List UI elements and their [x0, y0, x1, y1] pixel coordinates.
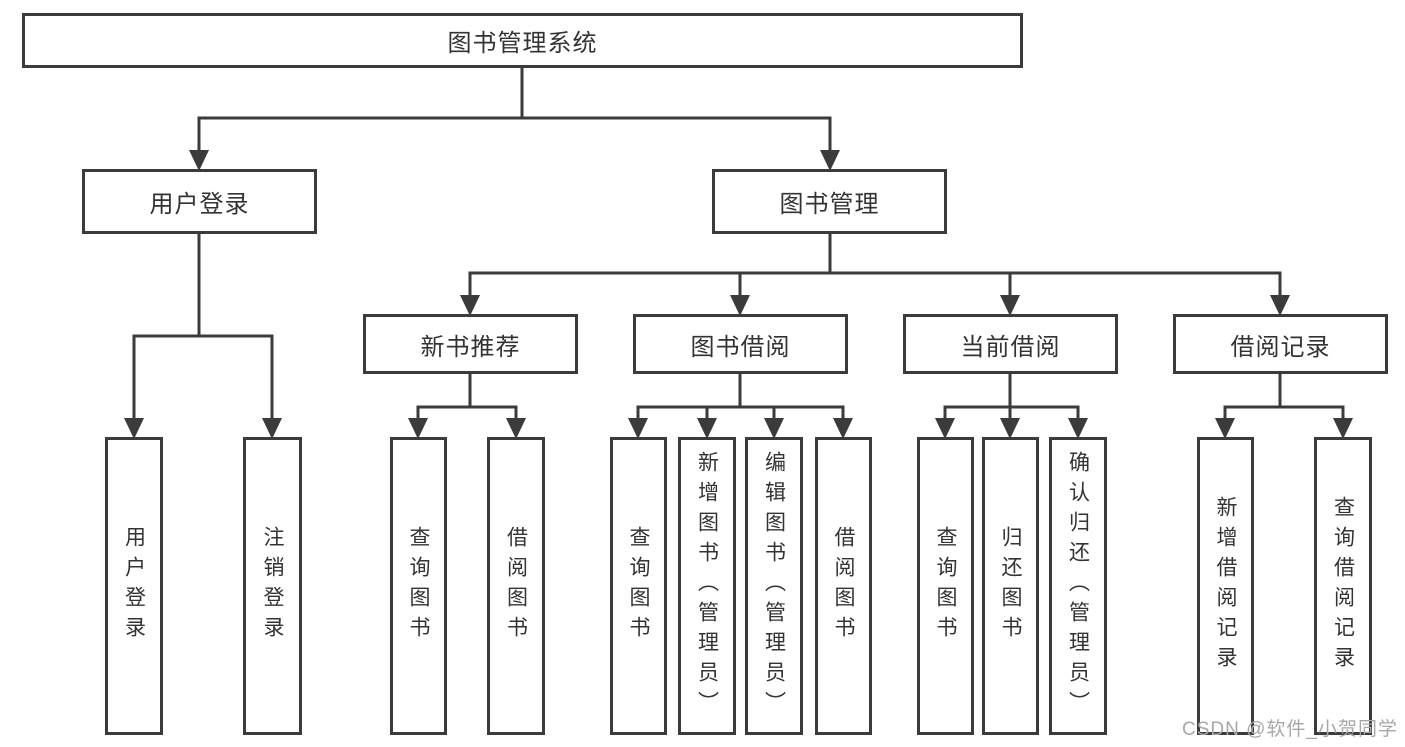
arrowhead-bb-edit: [764, 418, 784, 439]
connector-current-borrowing-children: [943, 374, 1080, 420]
arrowhead-book-borrowing: [730, 295, 750, 316]
leaf-logout-login-label: 注销登录: [261, 526, 284, 646]
csdn-watermark: CSDN @软件_小贺同学: [1182, 719, 1398, 740]
leaf-logout-login: 注销登录: [243, 437, 302, 735]
arrowhead-borrowing-records: [1270, 295, 1290, 316]
leaf-cb-confirm-return-admin: 确认归还（管理员）: [1049, 437, 1107, 735]
leaf-bb-add-books-admin: 新增图书（管理员）: [678, 437, 736, 735]
node-user-login-label: 用户登录: [149, 191, 250, 218]
node-root: 图书管理系统: [22, 13, 1023, 68]
leaf-nb-borrow-books: 借阅图书: [487, 437, 545, 735]
arrowhead-cb-confirm: [1068, 418, 1088, 439]
arrowhead-cb-search: [935, 418, 955, 439]
node-root-label: 图书管理系统: [447, 30, 598, 57]
arrowhead-user-login: [189, 150, 209, 171]
leaf-nb-borrow-books-label: 借阅图书: [504, 526, 528, 646]
leaf-nb-search-books: 查询图书: [390, 437, 447, 735]
leaf-bb-edit-books-admin: 编辑图书（管理员）: [745, 437, 803, 735]
leaf-br-add-record-label: 新增借阅记录: [1214, 496, 1237, 676]
leaf-bb-search-books: 查询图书: [610, 437, 667, 735]
leaf-br-add-record: 新增借阅记录: [1197, 437, 1254, 735]
node-borrowing-records: 借阅记录: [1173, 314, 1388, 374]
leaf-bb-add-books-admin-label: 新增图书（管理员）: [695, 451, 719, 721]
arrowhead-nb-search: [408, 418, 428, 439]
leaf-bb-borrow-books: 借阅图书: [815, 437, 872, 735]
leaf-user-login-label: 用户登录: [122, 526, 146, 646]
connector-book-borrowing-children: [636, 374, 845, 420]
node-user-login: 用户登录: [82, 169, 317, 234]
connector-borrowing-records-children: [1223, 374, 1345, 420]
arrowhead-cb-return: [1000, 418, 1020, 439]
arrowhead-nb-borrow: [506, 418, 526, 439]
node-book-management-label: 图书管理: [779, 191, 880, 218]
arrowhead-bb-borrow: [833, 418, 853, 439]
arrowhead-bb-search: [628, 418, 648, 439]
node-book-borrowing-label: 图书借阅: [690, 333, 791, 361]
node-book-management: 图书管理: [712, 169, 947, 234]
leaf-cb-search-books: 查询图书: [917, 437, 974, 735]
arrowhead-book-management: [820, 150, 840, 171]
leaf-cb-confirm-return-admin-label: 确认归还（管理员）: [1066, 451, 1090, 721]
connector-root-to-level2: [197, 68, 832, 152]
node-current-borrowing-label: 当前借阅: [960, 333, 1061, 361]
leaf-br-search-record-label: 查询借阅记录: [1331, 496, 1355, 676]
node-new-book-recommend-label: 新书推荐: [420, 333, 521, 361]
arrowhead-new-book-recommend: [460, 295, 480, 316]
connector-new-book-recommend-children: [416, 374, 518, 420]
arrowhead-br-add: [1215, 418, 1235, 439]
node-new-book-recommend: 新书推荐: [363, 314, 578, 374]
arrowhead-leaf-user-login: [124, 418, 144, 439]
arrowhead-bb-add: [697, 418, 717, 439]
leaf-cb-return-books-label: 归还图书: [999, 526, 1022, 646]
leaf-bb-edit-books-admin-label: 编辑图书（管理员）: [762, 451, 786, 721]
connector-book-management-children: [468, 234, 1282, 297]
leaf-bb-borrow-books-label: 借阅图书: [832, 526, 855, 646]
node-borrowing-records-label: 借阅记录: [1230, 333, 1331, 361]
leaf-bb-search-books-label: 查询图书: [627, 526, 650, 646]
leaf-cb-search-books-label: 查询图书: [934, 526, 957, 646]
connector-user-login-children: [132, 234, 274, 420]
arrowhead-current-borrowing: [1000, 295, 1020, 316]
leaf-nb-search-books-label: 查询图书: [407, 526, 430, 646]
arrowhead-leaf-logout: [262, 418, 282, 439]
node-book-borrowing: 图书借阅: [633, 314, 848, 374]
leaf-cb-return-books: 归还图书: [982, 437, 1039, 735]
node-current-borrowing: 当前借阅: [903, 314, 1118, 374]
leaf-br-search-record: 查询借阅记录: [1314, 437, 1372, 735]
arrowhead-br-search: [1333, 418, 1353, 439]
leaf-user-login: 用户登录: [105, 437, 163, 735]
